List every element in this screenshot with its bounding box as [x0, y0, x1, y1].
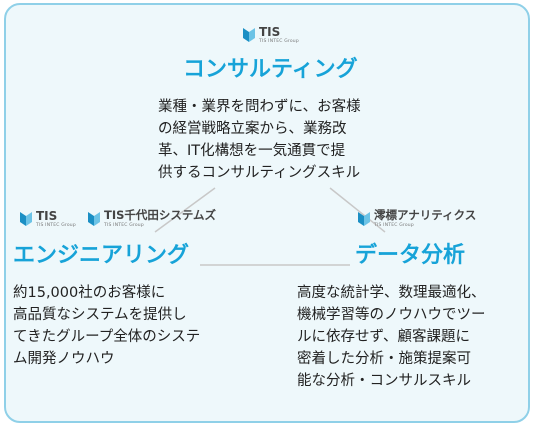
logo-name: TIS — [259, 25, 281, 39]
consulting-description: 業種・業界を問わずに、お客様 の経営戦略立案から、業務改 革、IT化構想を一気通… — [158, 96, 361, 184]
tis-chiyoda-logo: TIS千代田システムズ TIS INTEC Group — [88, 208, 217, 228]
consulting-line: 業種・業界を問わずに、お客様 — [158, 99, 361, 115]
logo-name: 澪標アナリティクス — [374, 208, 477, 222]
consulting-line: 供するコンサルティングスキル — [158, 165, 361, 181]
engineering-line: 約15,000社のお客様に — [13, 285, 166, 301]
consulting-line: 革、IT化構想を一気通貫で提 — [158, 143, 346, 159]
analytics-line: ルに依存せず、顧客課題に — [297, 329, 470, 345]
logo-name: TIS千代田システムズ — [104, 208, 217, 222]
tis-logo-icon — [243, 28, 255, 43]
engineering-line: ム開発ノウハウ — [13, 351, 115, 367]
analytics-line: 機械学習等のノウハウでツー — [297, 307, 486, 323]
diagram-frame — [4, 3, 530, 423]
analytics-description: 高度な統計学、数理最適化、 機械学習等のノウハウでツー ルに依存せず、顧客課題に… — [297, 282, 486, 392]
logo-subtitle: TIS INTEC Group — [104, 222, 144, 228]
analytics-line: 高度な統計学、数理最適化、 — [297, 285, 486, 301]
logo-subtitle: TIS INTEC Group — [36, 223, 76, 228]
engineering-description: 約15,000社のお客様に 高品質なシステムを提供し てきたグループ全体のシステ… — [13, 282, 200, 370]
connector-top-right — [329, 187, 386, 233]
connector-top-left — [154, 187, 216, 233]
consulting-title: コンサルティング — [183, 57, 358, 82]
tis-logo-icon — [88, 212, 100, 226]
analytics-title: データ分析 — [355, 243, 466, 268]
tis-logo-top: TIS TIS INTEC Group — [243, 26, 299, 45]
analytics-line: 密着した分析・施策提案可 — [297, 351, 471, 367]
tis-logo-left: TIS TIS INTEC Group — [20, 210, 76, 229]
engineering-line: 高品質なシステムを提供し — [13, 307, 187, 323]
sumishin-analytics-logo: 澪標アナリティクス TIS INTEC Group — [358, 208, 477, 228]
consulting-line: の経営戦略立案から、業務改 — [158, 121, 347, 137]
sumishin-logo-icon — [358, 212, 370, 226]
engineering-line: てきたグループ全体のシステ — [13, 329, 201, 345]
logo-subtitle: TIS INTEC Group — [259, 39, 299, 44]
tis-logo-icon — [20, 212, 32, 227]
analytics-line: 能な分析・コンサルスキル — [297, 373, 471, 389]
logo-subtitle: TIS INTEC Group — [374, 222, 414, 228]
engineering-title: エンジニアリング — [13, 243, 190, 268]
logo-name: TIS — [36, 209, 58, 223]
